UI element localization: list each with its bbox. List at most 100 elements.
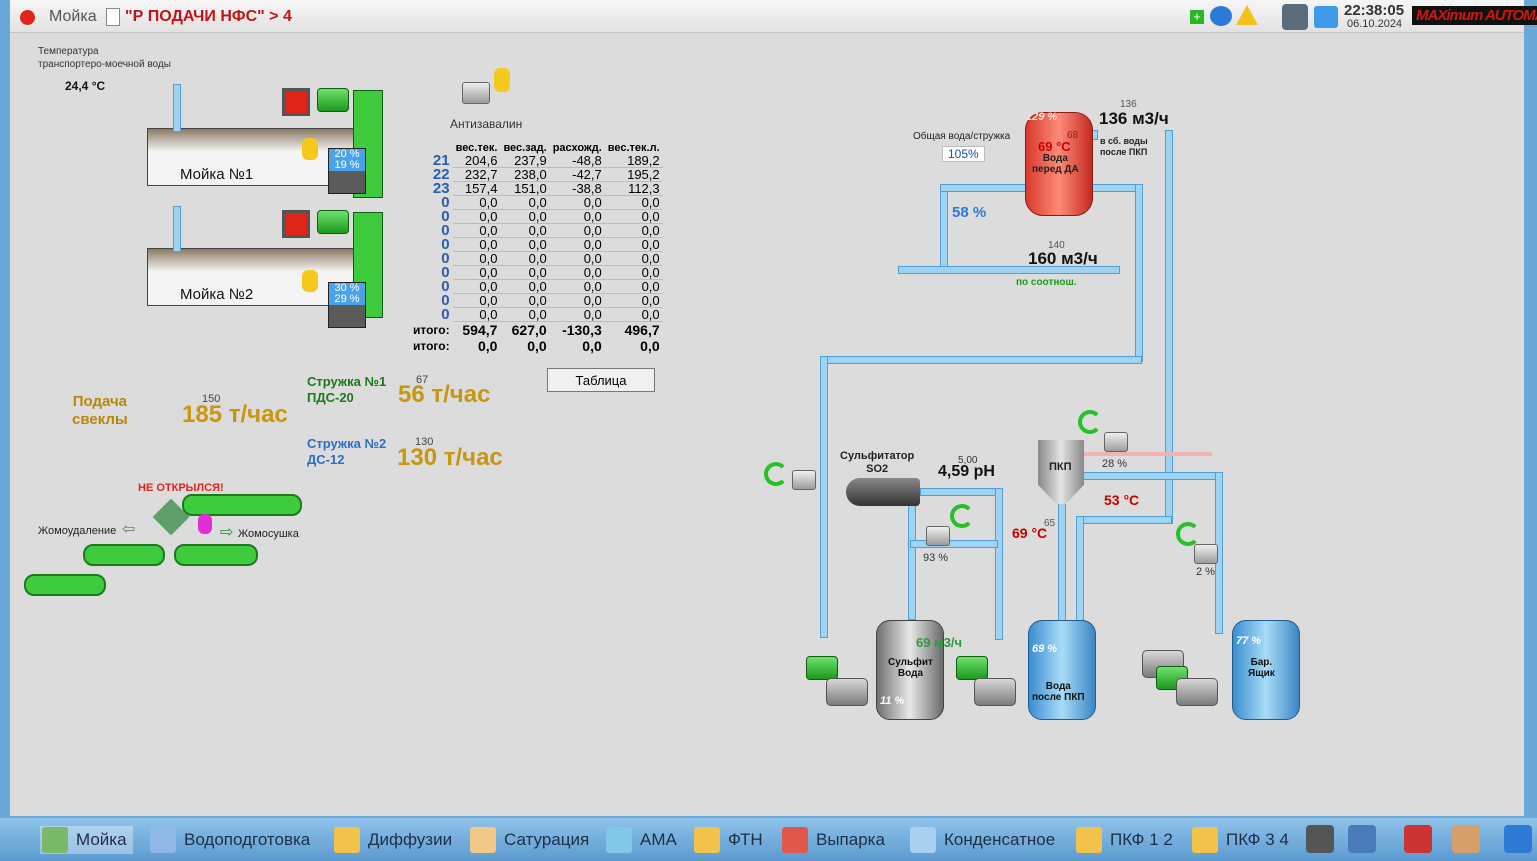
row-id[interactable]: 22 [432,166,450,183]
taskbar-item[interactable]: Выпарка [782,826,885,854]
taskbar-item[interactable]: ПКФ 3 4 [1192,826,1289,854]
screen-icon [694,827,720,853]
row-id[interactable]: 0 [441,236,450,253]
tank-da-level: 129 % [1026,111,1058,123]
taskbar-item[interactable]: ФТН [694,826,763,854]
ph-value: 4,59 pH [938,463,995,480]
row-id[interactable]: 0 [441,250,450,267]
sulfitator-inlet-valve[interactable] [792,470,816,490]
ratio-value[interactable]: 105% [942,146,985,162]
pkp-valve[interactable] [1104,432,1128,452]
beet-setpoint[interactable]: 150 [202,393,221,405]
antizavalin-label: Антизавалин [450,117,523,131]
row-id[interactable]: 0 [441,208,450,225]
table-cell: 0,0 [604,279,663,294]
wash2-hand-icon[interactable] [302,270,318,292]
total-cell: 0,0 [640,338,660,354]
pump4-icon[interactable] [1176,678,1218,706]
antizavalin-valve-icon[interactable] [462,82,490,104]
water-temp2-set[interactable]: 65 [1044,518,1056,529]
table-cell: 157,4 [452,181,501,196]
row-id[interactable]: 23 [432,180,450,197]
sulf-recirc-icon[interactable] [950,504,974,528]
pump1-motor-icon[interactable] [806,656,838,680]
add-icon[interactable]: + [1190,10,1204,24]
pump1-icon[interactable] [826,678,868,706]
tank-pkp-water[interactable] [1028,620,1096,720]
row-id[interactable]: 0 [441,264,450,281]
taskbar-item[interactable]: ПКФ 1 2 [1076,826,1173,854]
sulfitator-icon[interactable] [846,478,920,506]
pump2-motor-icon[interactable] [956,656,988,680]
taskbar-item[interactable]: Сатурация [470,826,589,854]
table-header: вес.тек.л. [607,142,660,154]
row-id[interactable]: 0 [441,292,450,309]
tank-sulfite-label: Сульфит Вода [888,657,933,679]
weights-table: вес.тек. вес.зад. расхожд. вес.тек.л. 21… [410,142,663,354]
table-cell: 0,0 [604,293,663,308]
chat-icon[interactable] [1210,6,1232,26]
tank-da-temp-set[interactable]: 68 [1067,130,1079,141]
total-label: итого: [413,322,450,337]
tank-da[interactable] [1025,112,1093,216]
recirc-icon[interactable] [764,462,788,486]
user-icon[interactable] [1452,825,1480,853]
telegram-icon[interactable] [1314,6,1338,28]
row-id[interactable]: 0 [441,278,450,295]
help-icon[interactable] [1504,825,1532,853]
chips1-setpoint[interactable]: 67 [416,374,429,386]
taskbar-item[interactable]: Конденсатное [910,826,1055,854]
taskbar-label: Выпарка [816,830,885,849]
table-total-row: итого: 594,7 627,0 -130,3 496,7 [410,322,663,338]
table-cell: 0,0 [452,251,501,266]
warning-icon[interactable] [1236,5,1258,25]
clipboard-icon[interactable] [106,8,120,26]
pulp-conveyor-right[interactable] [174,544,258,566]
table-cell: 0,0 [500,209,550,224]
pulp-conveyor-bottom[interactable] [24,574,106,596]
app-label[interactable]: Мойка [49,8,97,25]
wash1-stop-icon[interactable] [282,88,310,116]
wash1-motor-icon[interactable] [317,88,349,112]
wash2-stop-icon[interactable] [282,210,310,238]
flow1-setpoint[interactable]: 136 [1120,99,1137,110]
row-id[interactable]: 0 [441,306,450,323]
trend-icon[interactable] [1404,825,1432,853]
table-cell: 0,0 [549,237,605,252]
row-id[interactable]: 21 [432,152,450,170]
pulp-conveyor-left[interactable] [83,544,165,566]
antizavalin-hand-icon[interactable] [494,68,510,92]
chips2-setpoint[interactable]: 130 [415,436,434,448]
pulp-alarm: НЕ ОТКРЫЛСЯ! [138,482,224,494]
table-button[interactable]: Таблица [547,368,655,392]
brand-logo: MAXimum AUTOMATION [1412,6,1537,25]
pump2-icon[interactable] [974,678,1016,706]
tank-bar-box[interactable] [1232,620,1300,720]
sulfitator-label: Сульфитатор SO2 [840,450,915,475]
pulp-hand-icon[interactable] [198,514,212,534]
bar-recirc-icon[interactable] [1176,522,1200,546]
taskbar-item[interactable]: АМА [606,826,677,854]
operator-icon[interactable] [1282,4,1308,30]
bar-valve[interactable] [1194,544,1218,564]
pkp-recirc-icon[interactable] [1078,410,1102,434]
table-cell: 0,0 [549,223,605,238]
wash1-hand-icon[interactable] [302,138,318,160]
row-id[interactable]: 0 [441,222,450,239]
taskbar-item[interactable]: Диффузии [334,826,452,854]
wash1-pct-bottom: 19 % [329,160,365,171]
menu-icon[interactable] [1306,825,1334,853]
taskbar-item[interactable]: Мойка [40,826,133,854]
settings-icon[interactable] [1348,825,1376,853]
row-id[interactable]: 0 [441,194,450,211]
sulf-valve[interactable] [926,526,950,546]
pipe [910,540,998,548]
taskbar-item[interactable]: Водоподготовка [150,826,310,854]
flow2-setpoint[interactable]: 140 [1048,240,1065,251]
ph-setpoint[interactable]: 5,00 [958,455,978,466]
table-cell: 0,0 [549,195,605,210]
wash2-motor-icon[interactable] [317,210,349,234]
tank-sulfite[interactable] [876,620,944,720]
pulp-conveyor-top[interactable] [182,494,302,516]
